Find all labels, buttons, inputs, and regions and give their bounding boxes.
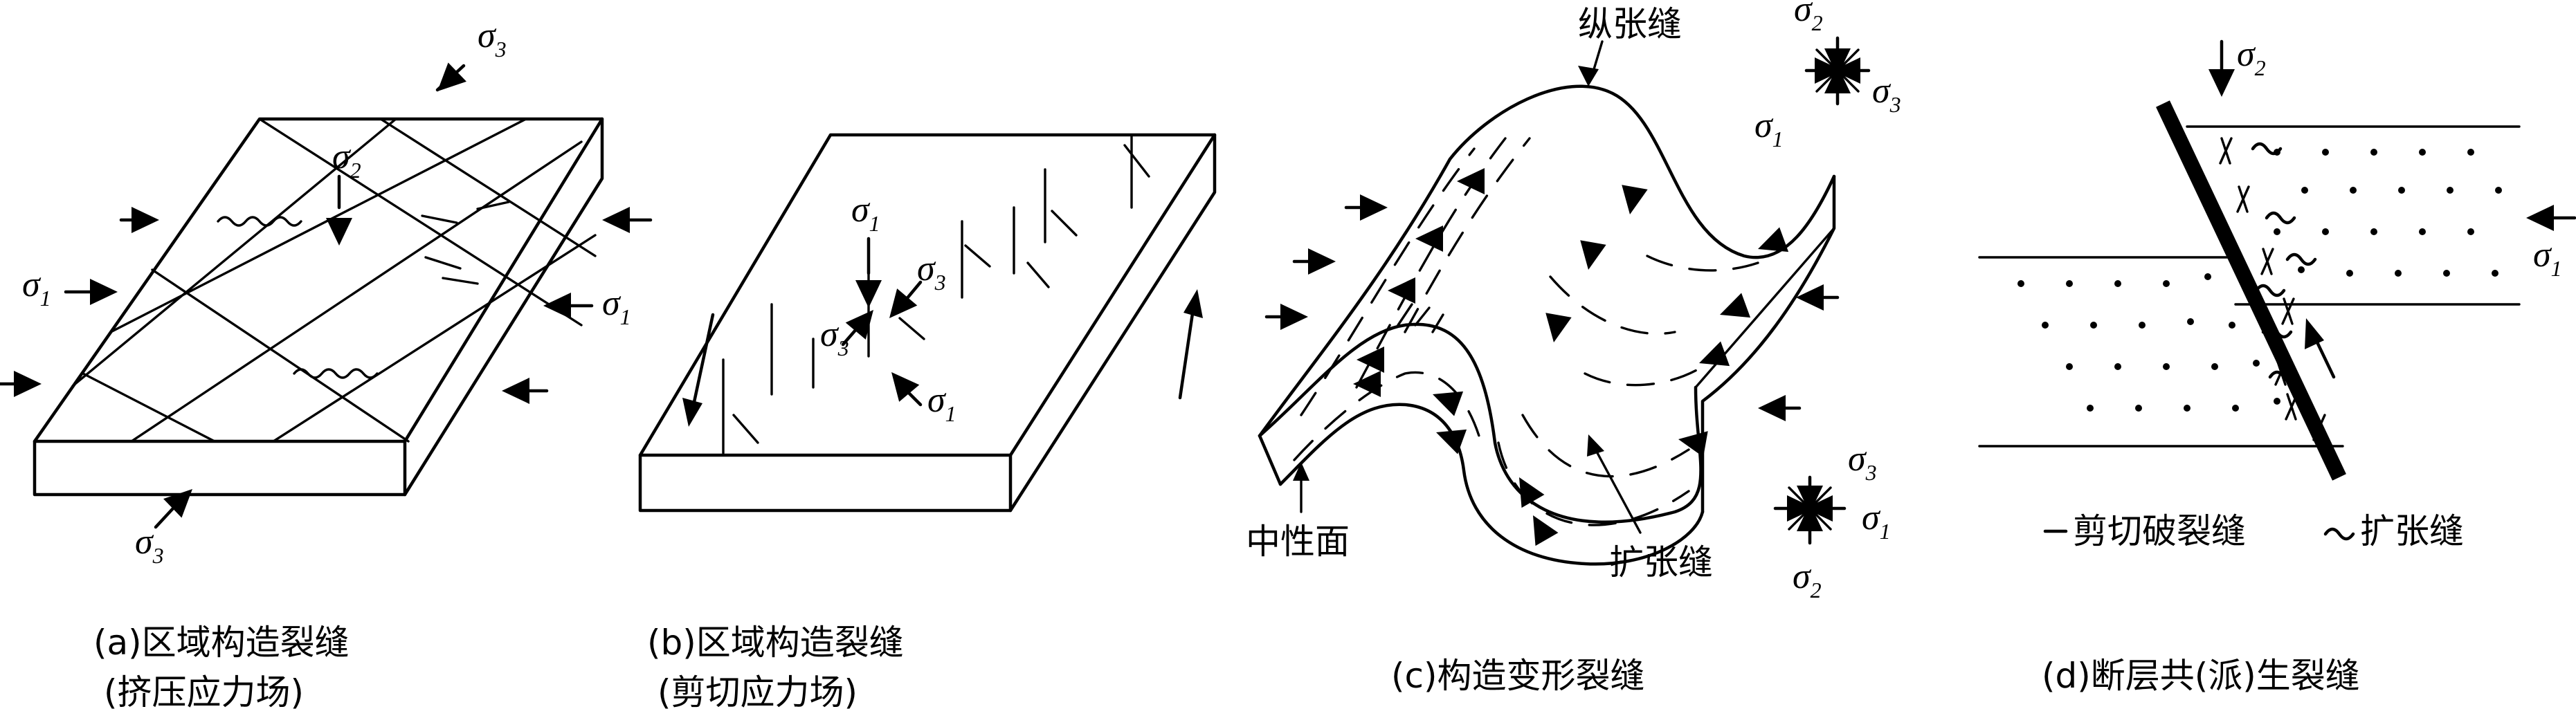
svg-text:σ1: σ1 xyxy=(602,284,631,329)
svg-text:σ1: σ1 xyxy=(22,265,51,311)
panel-c: σ2 σ3 σ1 σ3 σ1 σ2 纵张缝 扩张缝 中性面 (c)构造变形裂缝 xyxy=(1246,0,1901,696)
panel-c-stress-cross-top xyxy=(1804,36,1871,106)
panel-b: σ1 σ3 σ3 σ1 (b)区域构造裂缝 (剪切应力场) xyxy=(638,133,1217,712)
panel-a-shear-marks xyxy=(421,201,510,285)
panel-b-block-side xyxy=(1008,133,1217,513)
svg-text:σ3: σ3 xyxy=(917,249,946,295)
panel-a-sigma-top: σ xyxy=(478,16,497,55)
panel-d-sediment-dots xyxy=(2017,149,2502,412)
panel-c-fold-top xyxy=(1258,84,1836,438)
svg-text:σ3: σ3 xyxy=(820,315,849,360)
svg-text:σ1: σ1 xyxy=(1754,106,1784,151)
panel-b-right-shear-arrow xyxy=(1178,302,1196,400)
svg-text:σ3: σ3 xyxy=(135,522,164,568)
panel-b-caption-1: (b)区域构造裂缝 xyxy=(647,623,904,663)
panel-c-fracture-traces xyxy=(1293,137,1759,526)
panel-c-extension-pointer xyxy=(1590,441,1642,534)
panel-a-caption-1: (a)区域构造裂缝 xyxy=(93,623,350,663)
panel-a-block-side xyxy=(403,117,604,497)
panel-d-extension-fractures xyxy=(2251,142,2317,384)
panel-b-left-shear-arrow xyxy=(690,313,715,414)
panel-d-shear-fractures xyxy=(2219,137,2326,441)
panel-c-label-longitudinal: 纵张缝 xyxy=(1578,4,1682,44)
panel-d-stress-arrows xyxy=(2208,39,2576,231)
svg-text:σ1: σ1 xyxy=(927,380,956,426)
panel-c-stress-arrows xyxy=(1264,168,1840,546)
svg-text:σ1: σ1 xyxy=(851,190,880,236)
panel-a: σ3 σ2 σ1 σ1 σ3 (a)区域构造裂缝 (挤压应力场) xyxy=(0,16,653,712)
svg-text:σ2: σ2 xyxy=(2237,35,2266,80)
panel-a-wavy-crack-2 xyxy=(293,368,379,379)
svg-text:σ3: σ3 xyxy=(478,16,507,62)
svg-text:σ2: σ2 xyxy=(1794,0,1823,35)
panel-c-fold-front-top xyxy=(1258,322,1703,524)
panel-b-fractures xyxy=(722,134,1150,454)
svg-text:σ1: σ1 xyxy=(1862,498,1891,544)
svg-text:σ3: σ3 xyxy=(1848,439,1877,485)
panel-d-legend-extension-symbol xyxy=(2323,527,2355,541)
panel-a-stress-arrows xyxy=(0,62,653,529)
panel-b-caption-2: (剪切应力场) xyxy=(657,672,858,712)
panel-c-fold-side xyxy=(1700,174,1836,514)
panel-b-stress-arrows xyxy=(841,237,923,407)
panel-d-fault xyxy=(2156,100,2346,481)
panel-d-legend-shear: 剪切破裂缝 xyxy=(2073,511,2246,551)
panel-a-block-front xyxy=(33,439,407,497)
svg-text:σ1: σ1 xyxy=(2533,235,2562,281)
panel-d-legend-extension: 扩张缝 xyxy=(2360,511,2464,551)
svg-text:σ2: σ2 xyxy=(332,137,361,183)
panel-d-caption: (d)断层共(派)生裂缝 xyxy=(2042,656,2360,696)
panel-c-label-neutral: 中性面 xyxy=(1246,522,1350,562)
panel-d: σ2 σ1 剪切破裂缝 扩张缝 (d)断层共(派)生裂缝 xyxy=(1978,35,2576,696)
panel-b-block-front xyxy=(638,453,1013,513)
panel-c-caption: (c)构造变形裂缝 xyxy=(1391,656,1645,696)
panel-c-fold-front-bottom xyxy=(1278,403,1705,566)
panel-a-caption-2: (挤压应力场) xyxy=(104,672,304,712)
svg-text:σ3: σ3 xyxy=(1872,71,1901,117)
panel-a-wavy-crack-1 xyxy=(217,216,302,227)
panel-c-label-extension: 扩张缝 xyxy=(1609,542,1713,582)
panel-c-stress-cross-bottom xyxy=(1773,475,1847,545)
svg-text:σ2: σ2 xyxy=(1793,557,1822,602)
panel-a-fracture-grid xyxy=(71,118,597,443)
